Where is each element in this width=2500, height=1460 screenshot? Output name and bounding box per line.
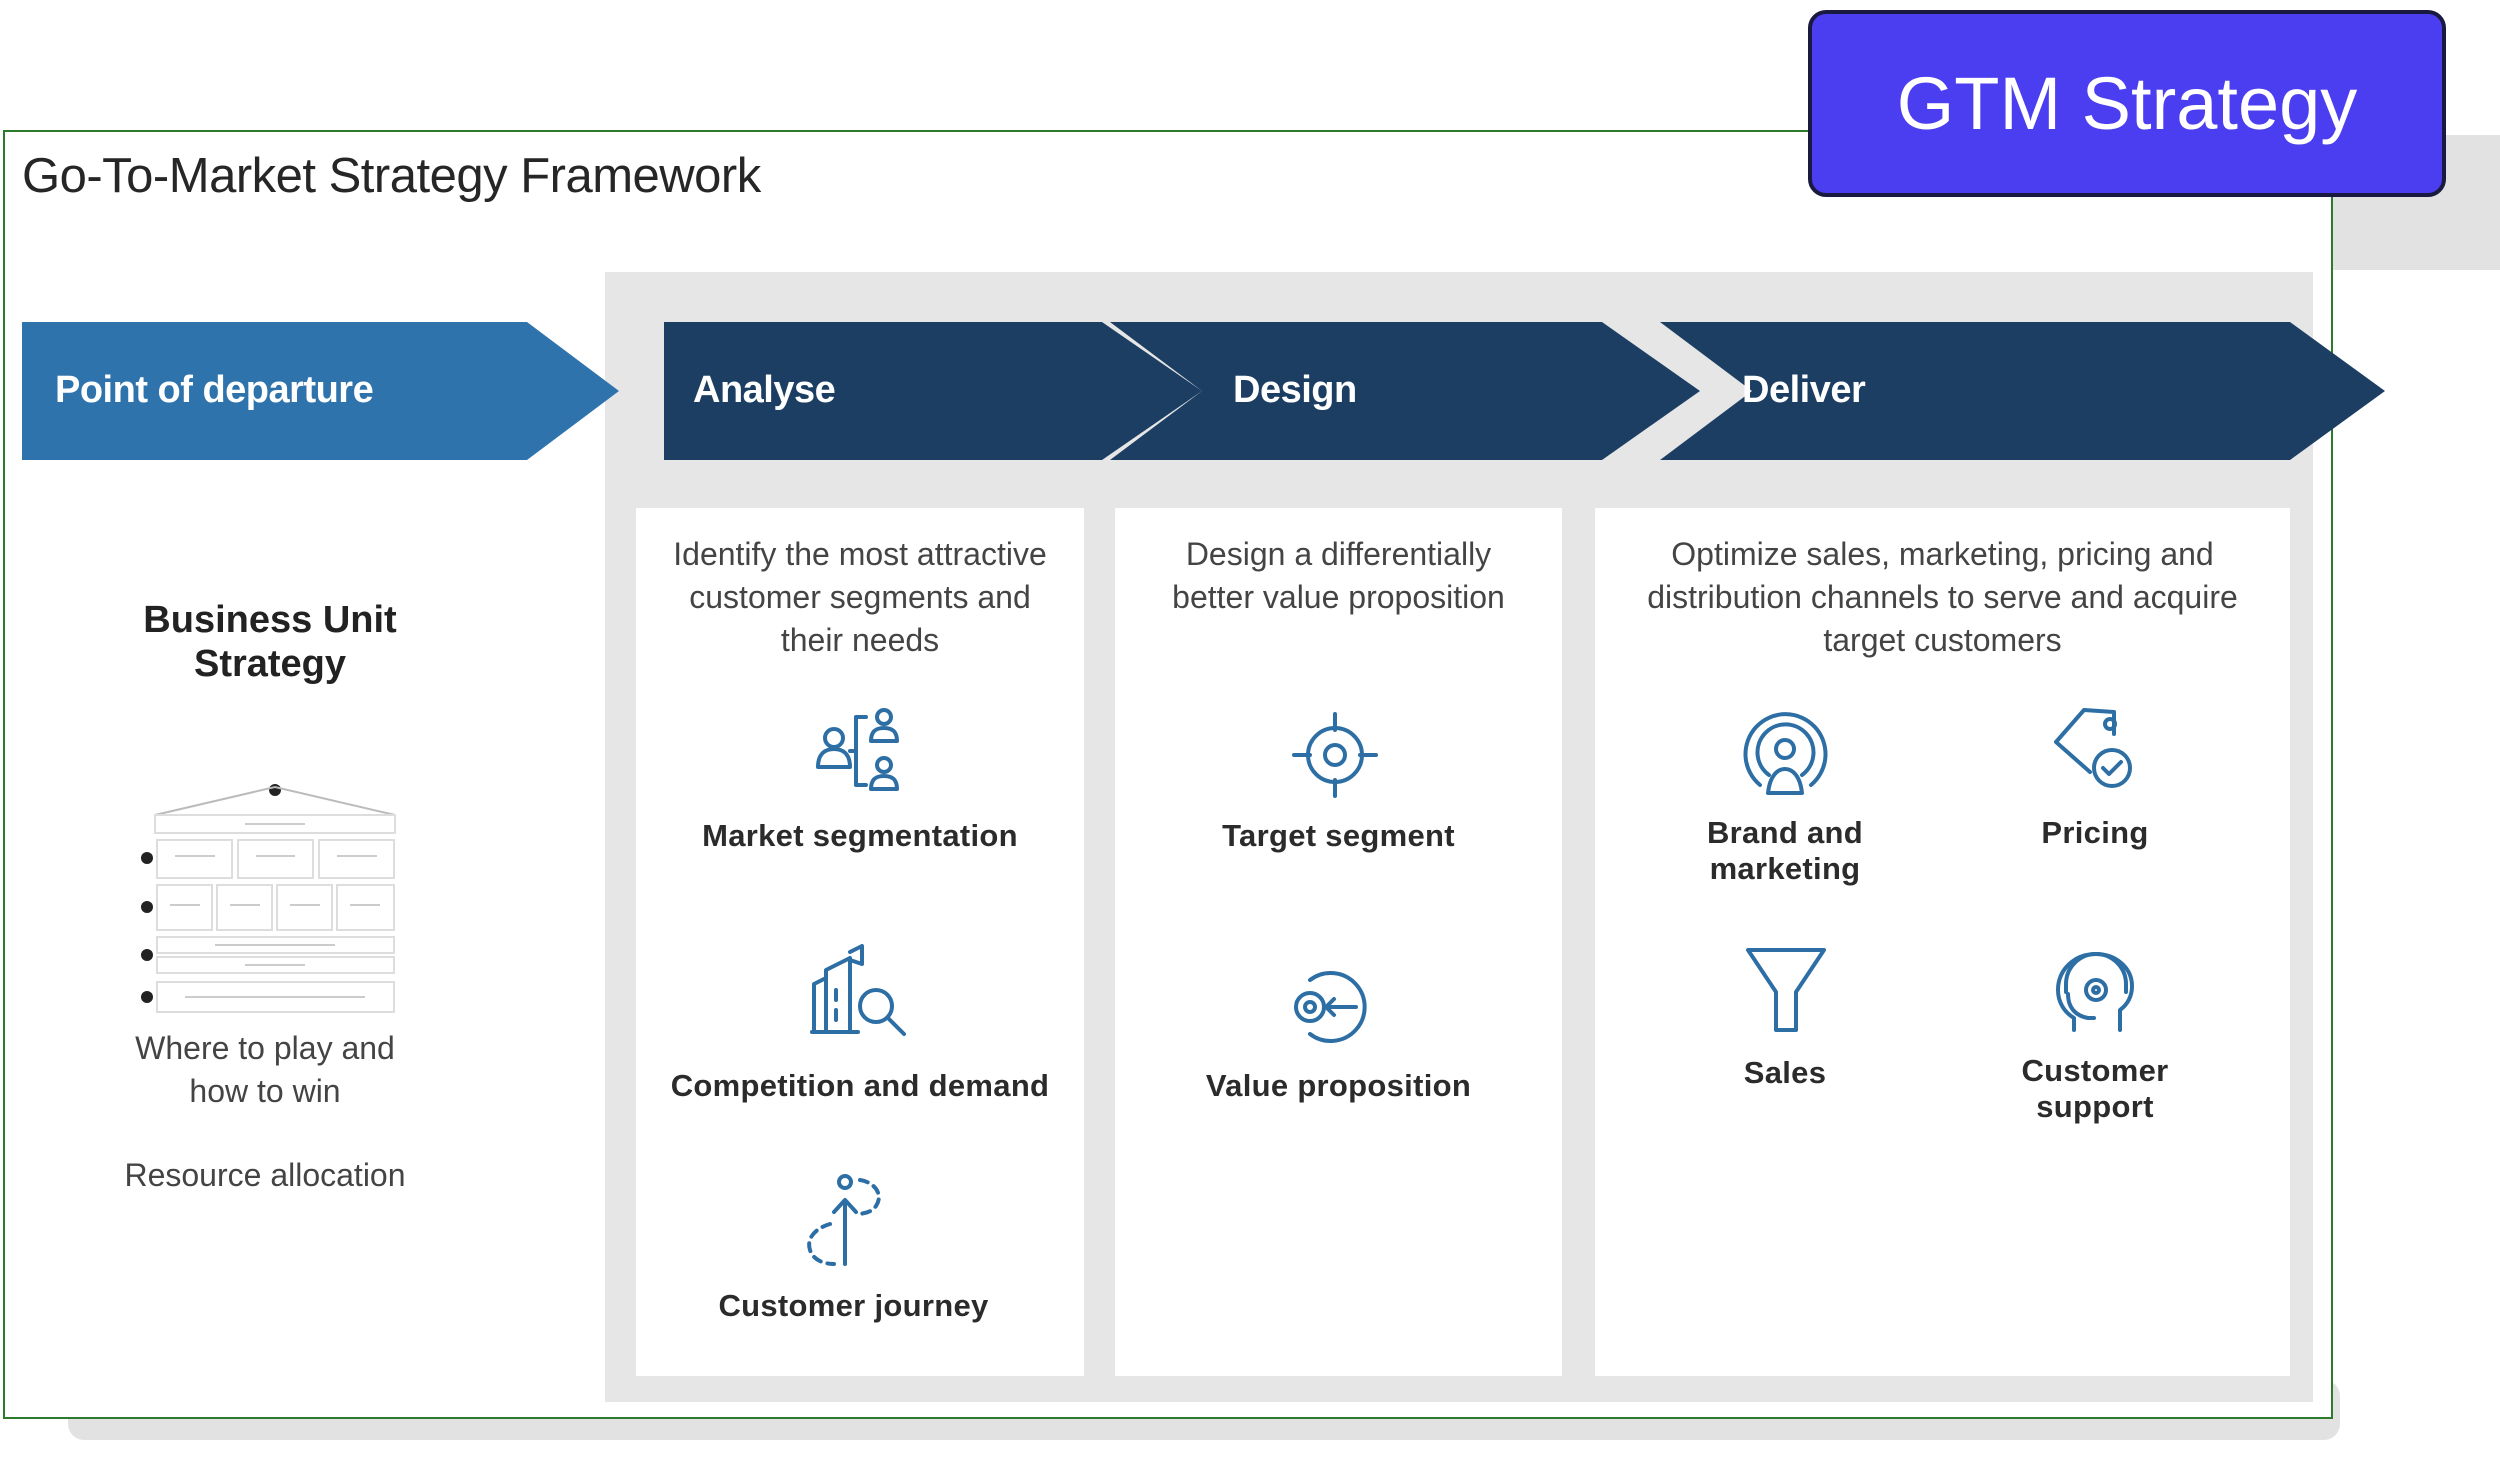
target-crosshair-icon (1292, 712, 1378, 798)
deliver-description: Optimize sales, marketing, pricing and d… (1647, 536, 2238, 658)
design-description: Design a differentially better value pro… (1172, 536, 1505, 615)
pricing-label: Pricing (2041, 815, 2149, 850)
journey-path-icon (807, 1174, 881, 1266)
resource-allocation-text: Resource allocation (124, 1157, 406, 1193)
competition-and-demand-label: Competition and demand (670, 1068, 1050, 1103)
phase-label-point-of-departure: Point of departure (55, 369, 374, 411)
funnel-icon (1746, 948, 1826, 1032)
chevron-deliver (1660, 322, 2385, 460)
headset-support-icon (2056, 952, 2134, 1032)
design-card (1115, 508, 1562, 1376)
chevron-analyse (664, 322, 1202, 460)
chevron-design (1110, 322, 1700, 460)
where-to-play-text: Where to play and how to win (135, 1030, 395, 1109)
phase-label-deliver: Deliver (1742, 369, 1866, 411)
analyse-description: Identify the most attractive customer se… (673, 536, 1047, 658)
deliver-card (1595, 508, 2290, 1376)
market-segmentation-label: Market segmentation (702, 818, 1018, 853)
price-tag-icon (2054, 708, 2132, 788)
customer-journey-label: Customer journey (718, 1288, 989, 1323)
gtm-strategy-badge[interactable]: GTM Strategy (1808, 10, 2446, 197)
building-search-icon (810, 944, 906, 1036)
strategy-house-icon (141, 784, 396, 1013)
target-segment-label: Target segment (1222, 818, 1455, 853)
page-title: Go-To-Market Strategy Framework (22, 149, 761, 203)
sales-label: Sales (1743, 1055, 1827, 1090)
phase-label-analyse: Analyse (693, 369, 836, 411)
people-segment-icon (816, 708, 899, 791)
value-proposition-label: Value proposition (1205, 1068, 1472, 1103)
business-unit-strategy-title: Business Unit Strategy (143, 599, 397, 685)
broadcast-person-icon (1743, 712, 1828, 795)
phase-label-design: Design (1233, 369, 1357, 411)
analyse-card (636, 508, 1084, 1376)
brand-and-marketing-label: Brand and marketing (1707, 815, 1863, 886)
value-target-icon (1294, 971, 1367, 1043)
customer-support-label: Customer support (2021, 1053, 2169, 1124)
chevron-point-of-departure (22, 322, 619, 460)
